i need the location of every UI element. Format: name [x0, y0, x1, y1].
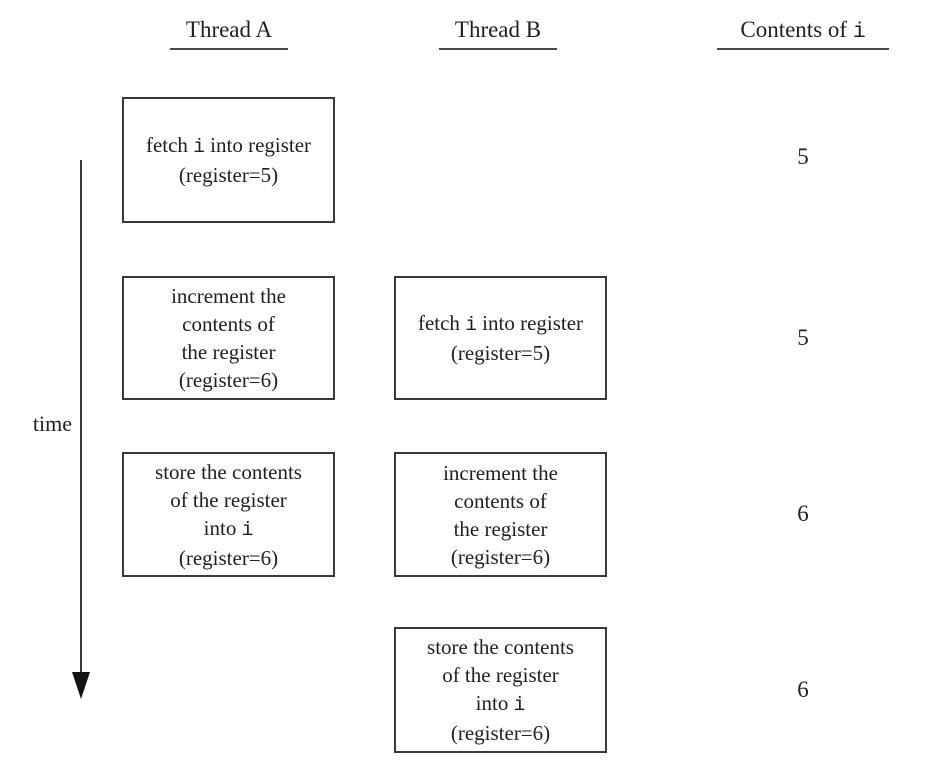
variable-i-glyph: i: [193, 136, 205, 158]
step-text-line: of the register: [170, 487, 287, 512]
step-text-line: the register: [453, 516, 548, 541]
step-register-result: (register=6): [178, 545, 279, 570]
step-text: into: [475, 691, 514, 715]
time-label: time: [32, 411, 72, 436]
step-text-line: contents of: [182, 312, 275, 336]
step-register-result: (register=6): [178, 368, 279, 392]
thread-b-step-store: store the contents of the register into …: [394, 627, 607, 753]
variable-i-glyph: i: [852, 20, 866, 44]
thread-a-step-fetch: fetch i into register (register=5): [122, 97, 335, 223]
step-text-line: of the register: [442, 663, 559, 687]
step-text-line: fetch i into register: [146, 131, 311, 161]
step-register-result: (register=6): [450, 544, 551, 569]
thread-a-step-increment: increment the contents of the register (…: [122, 276, 335, 400]
contents-value-row3: 6: [797, 501, 809, 526]
thread-b-step-fetch: fetch i into register (register=5): [394, 276, 607, 400]
step-register-result: (register=5): [178, 163, 279, 187]
variable-i-glyph: i: [465, 314, 477, 336]
thread-a-header: Thread A: [170, 11, 288, 50]
step-text: into register: [204, 133, 312, 157]
thread-b-header-label: Thread B: [454, 17, 542, 42]
down-arrow-icon: [72, 672, 90, 699]
thread-a-step-store: store the contents of the register into …: [122, 452, 335, 577]
contents-header-text: Contents of: [740, 17, 853, 42]
variable-i-glyph: i: [241, 518, 254, 541]
step-text-line: contents of: [454, 488, 547, 513]
step-text-line: into i: [476, 689, 526, 719]
thread-a-header-label: Thread A: [185, 17, 273, 42]
step-register-result: (register=5): [450, 341, 551, 365]
time-axis-line: [80, 160, 82, 672]
step-text-line: into i: [204, 514, 254, 544]
step-text-line: increment the: [443, 460, 558, 485]
contents-value-row1: 5: [797, 144, 809, 169]
thread-b-header: Thread B: [439, 11, 557, 50]
step-text: fetch: [417, 311, 466, 335]
step-text-line: fetch i into register: [418, 309, 583, 339]
step-text-line: increment the: [171, 284, 286, 308]
contents-value-row2: 5: [797, 325, 809, 350]
step-text-line: the register: [181, 340, 276, 364]
step-text: into register: [476, 311, 584, 335]
thread-b-step-increment: increment the contents of the register (…: [394, 452, 607, 577]
step-text-line: store the contents: [427, 635, 574, 659]
variable-i-glyph: i: [513, 694, 526, 716]
step-register-result: (register=6): [450, 721, 551, 745]
contents-value-row4: 6: [797, 677, 809, 702]
step-text-line: store the contents: [155, 459, 302, 484]
contents-of-i-header: Contents of i: [717, 11, 889, 50]
step-text: fetch: [145, 133, 194, 157]
step-text: into: [203, 515, 242, 540]
